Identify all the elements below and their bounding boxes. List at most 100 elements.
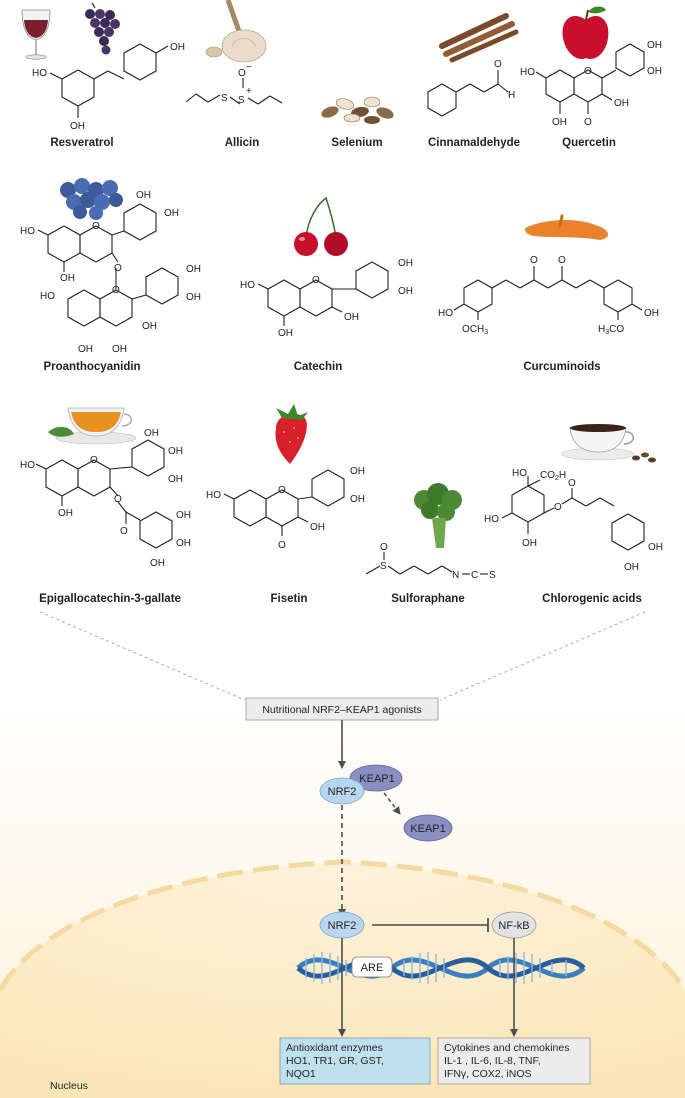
- label-selenium: Selenium: [331, 137, 382, 149]
- egcg-o-ester: O: [114, 494, 122, 505]
- antioxidant-box: Antioxidant enzymes HO1, TR1, GR, GST, N…: [279, 1037, 431, 1085]
- egcg-oh-4: OH: [58, 508, 73, 519]
- egcg-ho: HO: [20, 460, 35, 471]
- chlorogenic-o-ester: O: [554, 502, 562, 513]
- nrf2-bound-label: NRF2: [328, 786, 357, 798]
- catechin-oh-1: OH: [398, 258, 413, 269]
- tea-cup-icon: [48, 407, 137, 445]
- brazil-nuts-icon: [321, 96, 394, 124]
- are-element: ARE: [351, 956, 393, 978]
- connector-left: [39, 611, 246, 701]
- nrf2-keap1-complex: KEAP1 NRF2: [319, 764, 403, 805]
- label-fisetin: Fisetin: [270, 593, 307, 605]
- label-allicin: Allicin: [225, 137, 260, 149]
- quercetin-oh-1: OH: [647, 40, 662, 51]
- pac-oh-7: OH: [78, 344, 93, 355]
- label-resveratrol: Resveratrol: [50, 137, 113, 149]
- cinnamon-sticks-icon: [439, 13, 519, 63]
- egcg-o-ring: O: [90, 455, 98, 466]
- pac-oh-6: OH: [142, 321, 157, 332]
- sulforaphane-o: O: [380, 542, 388, 553]
- label-curcuminoids: Curcuminoids: [523, 361, 600, 373]
- nfkb-node: NF-kB: [491, 911, 537, 939]
- curcumin-ho: HO: [438, 308, 453, 319]
- antioxidant-line2: NQO1: [286, 1068, 316, 1080]
- sulforaphane-c: C: [471, 570, 478, 581]
- agonist-box-label: Nutritional NRF2–KEAP1 agonists: [262, 704, 421, 716]
- dna-helix-icon: [296, 952, 586, 984]
- quercetin-o-ring: O: [584, 66, 592, 77]
- grapes-icon: [85, 2, 120, 55]
- fisetin-group: OH OH HO O OH O Fisetin: [206, 404, 365, 605]
- curcumin-oh: OH: [644, 308, 659, 319]
- wine-glass-icon: [21, 9, 51, 60]
- sulforaphane-s: S: [380, 561, 387, 572]
- arrow-keap1-release: [383, 792, 401, 815]
- chlorogenic-oh-3: OH: [648, 542, 663, 553]
- cytokine-title: Cytokines and chemokines: [444, 1042, 569, 1054]
- resveratrol-oh-1: OH: [170, 42, 185, 53]
- allicin-s-plus: S: [238, 95, 245, 106]
- fisetin-o-ring: O: [278, 485, 286, 496]
- keap1-free-label: KEAP1: [410, 823, 445, 835]
- chlorogenic-oh-4: OH: [624, 562, 639, 573]
- chlorogenic-oh-2: OH: [522, 538, 537, 549]
- garlic-icon: [205, 0, 267, 63]
- quercetin-oh-2: OH: [647, 66, 662, 77]
- pac-oh-8: OH: [112, 344, 127, 355]
- egcg-oh-1: OH: [144, 428, 159, 439]
- allicin-s: S: [221, 93, 228, 104]
- chlorogenic-o-keto: O: [568, 478, 576, 489]
- chlorogenic-co2h: CO2H: [540, 470, 566, 482]
- label-proanthocyanidin: Proanthocyanidin: [43, 361, 140, 373]
- catechin-oh-2: OH: [398, 286, 413, 297]
- antioxidant-line1: HO1, TR1, GR, GST,: [286, 1055, 384, 1067]
- sulforaphane-s2: S: [489, 570, 496, 581]
- allicin-o: O: [238, 68, 246, 79]
- curcuminoids-group: O O HO OCH3 OH H3CO Curcuminoids: [438, 214, 659, 373]
- curcumin-h3co: H3CO: [598, 324, 624, 336]
- egcg-o-keto: O: [120, 526, 128, 537]
- connector-right: [439, 611, 646, 701]
- pac-oh-1: OH: [136, 190, 151, 201]
- pac-oh-4: OH: [186, 264, 201, 275]
- egcg-oh-3: OH: [168, 474, 183, 485]
- fisetin-oh-2: OH: [350, 494, 365, 505]
- cytokine-line1: IL-1 , IL-6, IL-8, TNF,: [444, 1055, 541, 1067]
- selenium-group: Selenium: [321, 96, 394, 149]
- blueberries-icon: [60, 178, 123, 220]
- cytokine-box: Cytokines and chemokines IL-1 , IL-6, IL…: [437, 1037, 591, 1085]
- fisetin-oh-3: OH: [310, 522, 325, 533]
- catechin-oh-3: OH: [344, 312, 359, 323]
- label-egcg: Epigallocatechin-3-gallate: [39, 593, 181, 605]
- keap1-bound-label: KEAP1: [359, 773, 394, 785]
- pac-ho-1: HO: [20, 226, 35, 237]
- resveratrol-group: OH HO OH Resveratrol: [21, 2, 185, 149]
- broccoli-icon: [414, 483, 462, 548]
- egcg-oh-6: OH: [176, 538, 191, 549]
- pac-oh-2: OH: [164, 208, 179, 219]
- inhibition-line: [372, 918, 489, 932]
- agonist-box: Nutritional NRF2–KEAP1 agonists: [245, 697, 439, 721]
- fisetin-oh-1: OH: [350, 466, 365, 477]
- label-cinnamaldehyde: Cinnamaldehyde: [428, 137, 520, 149]
- are-label: ARE: [361, 962, 384, 974]
- fisetin-o-keto: O: [278, 540, 286, 551]
- sulforaphane-group: S O N C S Sulforaphane: [365, 483, 496, 605]
- quercetin-o-keto: O: [584, 117, 592, 128]
- catechin-group: OH OH HO O OH OH Catechin: [240, 196, 413, 373]
- resveratrol-oh-2: OH: [70, 121, 85, 132]
- label-catechin: Catechin: [294, 361, 343, 373]
- resveratrol-ho: HO: [32, 68, 47, 79]
- quercetin-ho: HO: [520, 67, 535, 78]
- coffee-cup-icon: [561, 424, 656, 463]
- turmeric-icon: [525, 214, 609, 240]
- cinnamaldehyde-group: O H Cinnamaldehyde: [427, 13, 520, 149]
- curcumin-o-1: O: [530, 255, 538, 266]
- nfkb-label: NF-kB: [498, 920, 529, 932]
- pac-oh-5: OH: [186, 292, 201, 303]
- nrf2-nucleus: NRF2: [319, 911, 365, 939]
- allicin-minus: −: [246, 62, 252, 73]
- egcg-oh-5: OH: [176, 510, 191, 521]
